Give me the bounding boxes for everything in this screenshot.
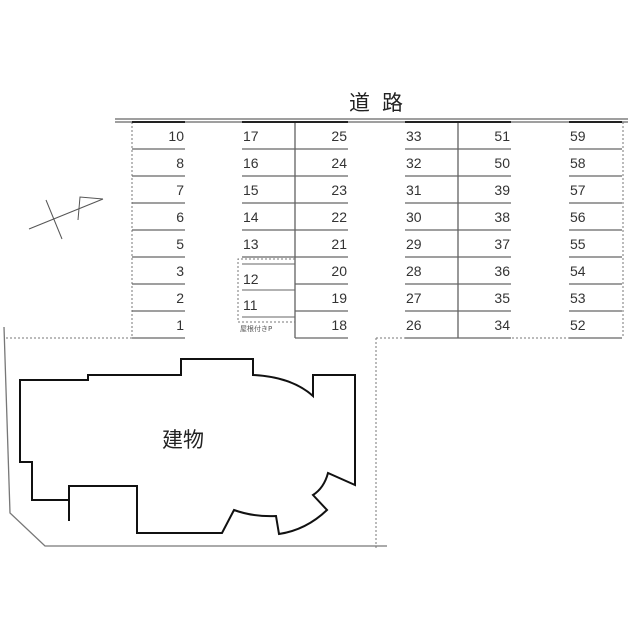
- parking-spot-34: 34: [494, 317, 510, 333]
- parking-spot-36: 36: [494, 263, 510, 279]
- road: [115, 118, 628, 123]
- parking-spot-52: 52: [570, 317, 586, 333]
- parking-spot-32: 32: [406, 155, 422, 171]
- parking-spot-20: 20: [331, 263, 347, 279]
- parking-spot-1: 1: [176, 317, 184, 333]
- parking-spot-14: 14: [243, 209, 259, 225]
- parking-spot-26: 26: [406, 317, 422, 333]
- parking-spot-31: 31: [406, 182, 422, 198]
- parking-spot-21: 21: [331, 236, 347, 252]
- parking-spot-17: 17: [243, 128, 259, 144]
- parking-spot-59: 59: [570, 128, 586, 144]
- parking-spot-56: 56: [570, 209, 586, 225]
- parking-spot-38: 38: [494, 209, 510, 225]
- parking-spot-15: 15: [243, 182, 259, 198]
- building-outline: [19, 358, 356, 536]
- parking-spot-23: 23: [331, 182, 347, 198]
- parking-spot-7: 7: [176, 182, 184, 198]
- parking-spot-12: 12: [243, 271, 259, 287]
- parking-spot-37: 37: [494, 236, 510, 252]
- road-label: 道路: [349, 91, 415, 115]
- parking-spot-30: 30: [406, 209, 422, 225]
- parking-spot-28: 28: [406, 263, 422, 279]
- parking-spot-3: 3: [176, 263, 184, 279]
- roofed-parking-area: [237, 258, 295, 323]
- parking-spot-22: 22: [331, 209, 347, 225]
- parking-spot-8: 8: [176, 155, 184, 171]
- parking-spot-13: 13: [243, 236, 259, 252]
- parking-spot-24: 24: [331, 155, 347, 171]
- parking-spot-27: 27: [406, 290, 422, 306]
- parking-spot-10: 10: [168, 128, 184, 144]
- parking-spot-16: 16: [243, 155, 259, 171]
- parking-spot-33: 33: [406, 128, 422, 144]
- parking-spots: 1087653211716151413121125242322212019183…: [132, 121, 622, 339]
- roofed-parking-label: 屋根付きP: [240, 324, 272, 333]
- parking-spot-54: 54: [570, 263, 586, 279]
- parking-spot-11: 11: [243, 297, 258, 313]
- building-label: 建物: [162, 428, 204, 452]
- parking-spot-19: 19: [331, 290, 347, 306]
- parking-spot-18: 18: [331, 317, 347, 333]
- lot-boundary: [3, 122, 624, 548]
- parking-spot-29: 29: [406, 236, 422, 252]
- north-arrow-icon: [28, 196, 104, 240]
- parking-spot-57: 57: [570, 182, 586, 198]
- parking-spot-58: 58: [570, 155, 586, 171]
- parking-spot-5: 5: [176, 236, 184, 252]
- parking-spot-6: 6: [176, 209, 184, 225]
- parking-spot-51: 51: [494, 128, 510, 144]
- parking-spot-2: 2: [176, 290, 184, 306]
- parking-spot-35: 35: [494, 290, 510, 306]
- parking-spot-25: 25: [331, 128, 347, 144]
- parking-spot-39: 39: [494, 182, 510, 198]
- parking-spot-55: 55: [570, 236, 586, 252]
- parking-spot-50: 50: [494, 155, 510, 171]
- parking-spot-53: 53: [570, 290, 586, 306]
